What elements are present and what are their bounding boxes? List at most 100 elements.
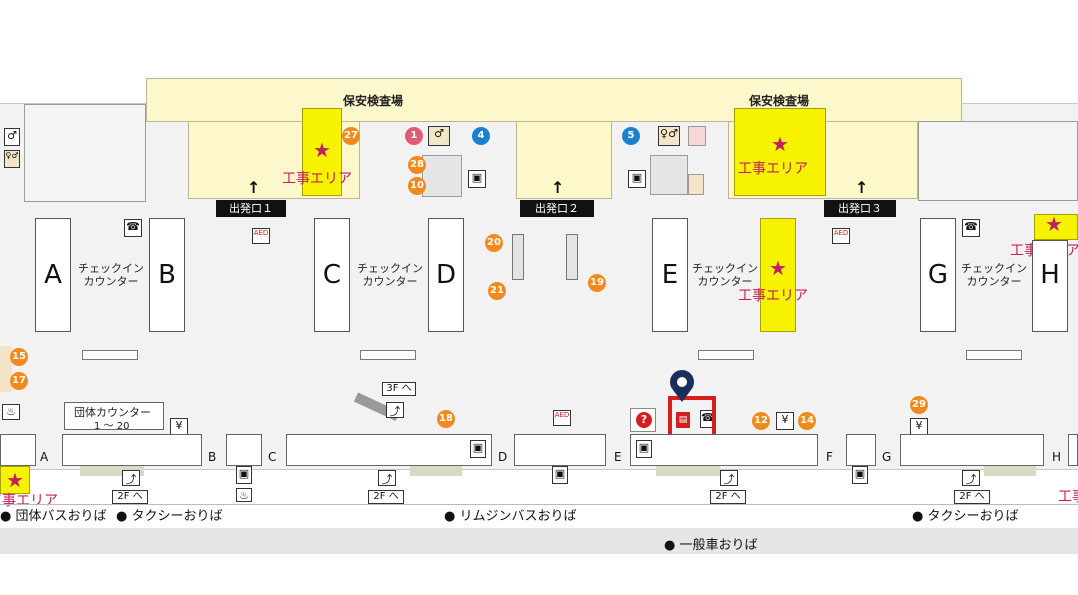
facility-number-12[interactable]: 12 bbox=[752, 412, 770, 430]
phone-icon-1[interactable]: ☎ bbox=[124, 219, 142, 237]
escalator-icon-2f-4[interactable]: ⤴ bbox=[962, 470, 980, 486]
security-band bbox=[146, 78, 962, 122]
checkin-island-b[interactable] bbox=[149, 218, 185, 332]
facility-number-19[interactable]: 19 bbox=[588, 274, 606, 292]
left-side-room bbox=[24, 104, 146, 202]
family-toilet-icon-left[interactable]: ♀♂ bbox=[4, 150, 20, 168]
door-letter-c: C bbox=[268, 450, 277, 464]
facility-number-15[interactable]: 17 bbox=[10, 372, 28, 390]
escalator-2f-label-2[interactable]: 2F へ bbox=[368, 490, 404, 504]
postbox-icon[interactable]: ▤ bbox=[676, 412, 690, 428]
checkin-label-ef: チェックインカウンター bbox=[692, 262, 758, 288]
security-label-left: 保安検査場 bbox=[343, 94, 404, 108]
elevator-icon-front-4[interactable]: ▣ bbox=[552, 466, 568, 484]
facility-number-29[interactable]: 29 bbox=[910, 396, 928, 414]
ramp-4 bbox=[984, 466, 1036, 476]
escalator-2f-label-1[interactable]: 2F へ bbox=[112, 490, 148, 504]
taxi-stop-left[interactable]: ● タクシーおりば bbox=[116, 509, 223, 524]
facility-number-20[interactable]: 20 bbox=[485, 234, 503, 252]
information-icon[interactable]: ? bbox=[636, 412, 652, 428]
facility-number-5[interactable]: 5 bbox=[622, 127, 640, 145]
facility-number-17[interactable]: 14 bbox=[798, 412, 816, 430]
bench-3 bbox=[698, 350, 754, 360]
family-toilet-icon[interactable]: ♀♂ bbox=[658, 126, 680, 146]
escalator-icon-3f[interactable]: ⤴ bbox=[386, 402, 404, 418]
escalator-3f-label[interactable]: 3F へ bbox=[382, 382, 416, 396]
checkin-island-c[interactable] bbox=[314, 218, 350, 332]
phone-icon-3[interactable]: ☎ bbox=[700, 410, 715, 428]
checkin-island-e[interactable] bbox=[652, 218, 688, 332]
facility-number-1[interactable]: 1 bbox=[405, 127, 423, 145]
checkin-letter-d: D bbox=[435, 260, 457, 290]
escalator-icon-2f-1[interactable]: ⤴ bbox=[122, 470, 140, 486]
facility-number-10[interactable]: 10 bbox=[408, 177, 426, 195]
checkin-island-d[interactable] bbox=[428, 218, 464, 332]
smoking-icon-front[interactable]: ♨ bbox=[236, 488, 252, 502]
elevator-icon-right[interactable]: ▣ bbox=[628, 170, 646, 188]
men-toilet-icon[interactable]: ♂ bbox=[4, 128, 20, 146]
women-toilet-icon[interactable]: ♂ bbox=[428, 126, 450, 146]
door-letter-f: F bbox=[826, 450, 833, 464]
checkin-label-ab: チェックインカウンター bbox=[78, 262, 144, 288]
front-desk-right-edge bbox=[1068, 434, 1078, 466]
checkin-island-h[interactable] bbox=[1032, 240, 1068, 332]
elevator-icon-front-1[interactable]: ▣ bbox=[470, 440, 486, 458]
construction-star-1: ★ bbox=[313, 138, 331, 162]
facility-number-21[interactable]: 21 bbox=[488, 282, 506, 300]
group-counter[interactable] bbox=[64, 402, 164, 430]
pillar-desk-bc bbox=[226, 434, 262, 466]
construction-star-4: ★ bbox=[1045, 212, 1063, 236]
gate-3-arrow-icon: ↑ bbox=[855, 178, 869, 197]
gate-3[interactable]: 出発口３ bbox=[824, 200, 896, 217]
checkin-letter-a: A bbox=[44, 260, 62, 290]
group-counter-range: 1 ～ 20 bbox=[94, 421, 130, 432]
pillar-right bbox=[566, 234, 578, 280]
atm-icon-2[interactable]: ¥ bbox=[776, 412, 794, 430]
smoking-icon[interactable]: ♨ bbox=[2, 404, 20, 420]
construction-area-2 bbox=[734, 108, 826, 196]
gate-2[interactable]: 出発口２ bbox=[520, 200, 594, 217]
aed-icon-1[interactable]: AED bbox=[252, 228, 270, 244]
construction-label-5: 工事エリア bbox=[0, 493, 58, 509]
aed-icon-3[interactable]: AED bbox=[553, 410, 571, 426]
general-car-stop[interactable]: ● 一般車おりば bbox=[664, 538, 758, 553]
construction-label-2: 工事エリア bbox=[738, 161, 808, 177]
checkin-island-a[interactable] bbox=[35, 218, 71, 332]
checkin-letter-h: H bbox=[1040, 260, 1060, 290]
ramp-3 bbox=[656, 466, 720, 476]
facility-number-4[interactable]: 4 bbox=[472, 127, 490, 145]
bench-4 bbox=[966, 350, 1022, 360]
elevator-icon-front-3[interactable]: ▣ bbox=[236, 466, 252, 484]
security-center-lower bbox=[516, 121, 612, 199]
facility-number-18[interactable]: 18 bbox=[437, 410, 455, 428]
checkin-island-g[interactable] bbox=[920, 218, 956, 332]
gate-1[interactable]: 出発口１ bbox=[216, 200, 286, 217]
group-bus-stop[interactable]: ● 団体バスおりば bbox=[0, 509, 107, 524]
front-desk-gh bbox=[900, 434, 1044, 466]
phone-icon-2[interactable]: ☎ bbox=[962, 219, 980, 237]
aed-icon-2[interactable]: AED bbox=[832, 228, 850, 244]
taxi-stop-right[interactable]: ● タクシーおりば bbox=[912, 509, 1019, 524]
front-desk-left-edge bbox=[0, 434, 36, 466]
escalator-icon-2f-3[interactable]: ⤴ bbox=[720, 470, 738, 486]
room-block-left bbox=[422, 155, 462, 197]
escalator-2f-label-3[interactable]: 2F へ bbox=[710, 490, 746, 504]
construction-area-4 bbox=[1034, 214, 1078, 240]
shop-left-edge bbox=[0, 346, 12, 392]
elevator-icon-front-5[interactable]: ▣ bbox=[852, 466, 868, 484]
checkin-letter-e: E bbox=[661, 260, 679, 290]
road-line-top bbox=[0, 504, 1078, 505]
elevator-icon[interactable]: ▣ bbox=[468, 170, 486, 188]
checkin-letter-c: C bbox=[322, 260, 342, 290]
escalator-2f-label-4[interactable]: 2F へ bbox=[954, 490, 990, 504]
construction-label-6: 工事エリア bbox=[1058, 489, 1078, 505]
limousine-bus-stop[interactable]: ● リムジンバスおりば bbox=[444, 509, 577, 524]
general-car-lane bbox=[0, 528, 1078, 554]
facility-number-27[interactable]: 27 bbox=[342, 127, 360, 145]
facility-number-14[interactable]: 15 bbox=[10, 348, 28, 366]
facility-number-28[interactable]: 28 bbox=[408, 156, 426, 174]
group-counter-title: 団体カウンター bbox=[74, 406, 151, 419]
location-pin-icon[interactable] bbox=[670, 370, 694, 402]
escalator-icon-2f-2[interactable]: ⤴ bbox=[378, 470, 396, 486]
elevator-icon-front-2[interactable]: ▣ bbox=[636, 440, 652, 458]
